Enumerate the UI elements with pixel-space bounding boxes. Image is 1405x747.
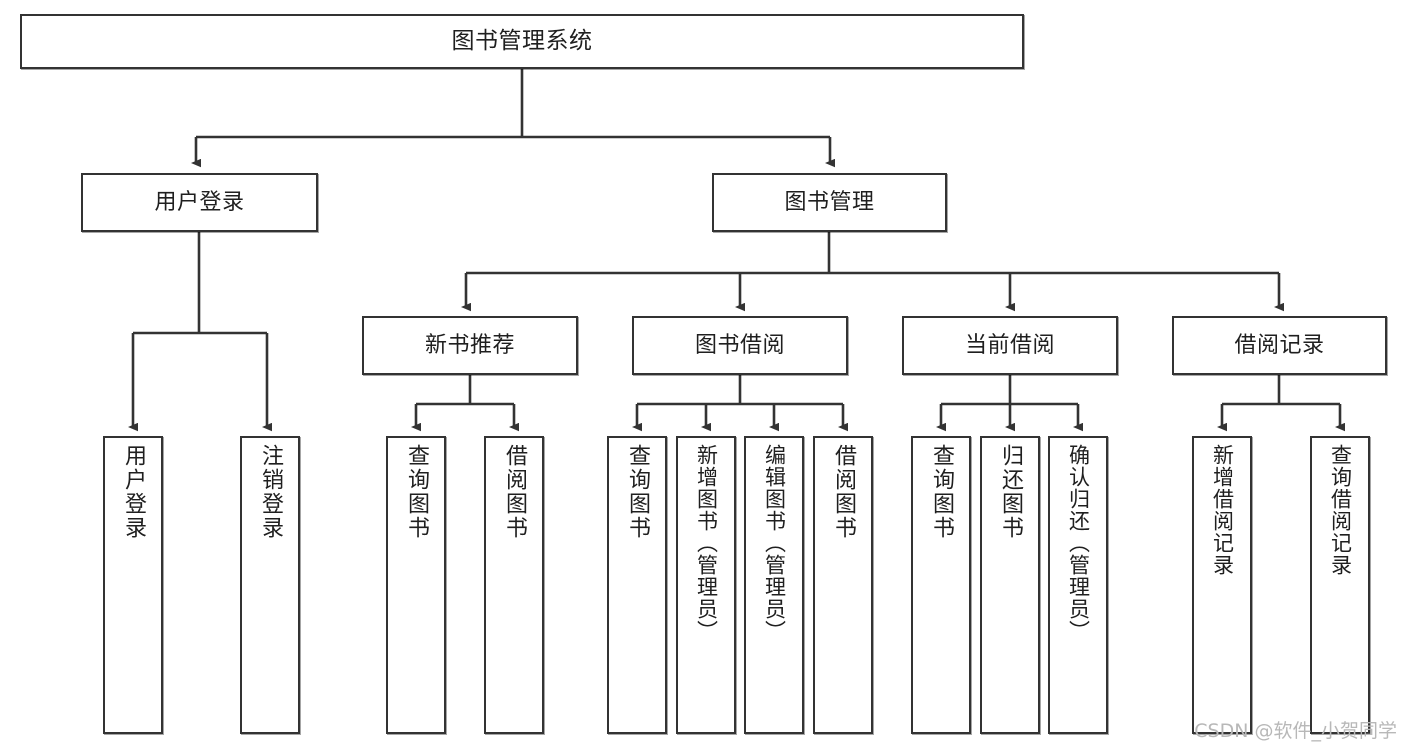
- node-label: 新书推荐: [424, 332, 515, 358]
- node-label: 借阅图书: [502, 444, 527, 540]
- node-book-management[interactable]: 图书管理: [712, 173, 947, 232]
- node-label: 用户登录: [154, 189, 245, 215]
- node-label: 用户登录: [121, 444, 146, 540]
- node-label: 借阅记录: [1234, 332, 1325, 358]
- node-label: 查询图书: [625, 444, 650, 540]
- leaf-return-book[interactable]: 归还图书: [980, 436, 1040, 734]
- leaf-borrow-book[interactable]: 借阅图书: [813, 436, 873, 734]
- node-user-login[interactable]: 用户登录: [81, 173, 318, 232]
- node-label: 注销登录: [258, 444, 283, 540]
- node-label: 当前借阅: [964, 332, 1055, 358]
- leaf-query-book-current[interactable]: 查询图书: [911, 436, 971, 734]
- node-new-book-recommend[interactable]: 新书推荐: [362, 316, 578, 375]
- node-label: 查询借阅记录: [1328, 444, 1353, 576]
- node-label: 查询图书: [929, 444, 954, 540]
- leaf-confirm-return-admin[interactable]: 确认归还（管理员）: [1048, 436, 1108, 734]
- watermark: CSDN @软件_小贺同学: [1194, 720, 1397, 742]
- leaf-user-login[interactable]: 用户登录: [103, 436, 163, 734]
- leaf-query-book-recommend[interactable]: 查询图书: [386, 436, 446, 734]
- node-label: 图书借阅: [694, 332, 785, 358]
- node-current-borrow[interactable]: 当前借阅: [902, 316, 1118, 375]
- node-label: 查询图书: [404, 444, 429, 540]
- leaf-logout[interactable]: 注销登录: [240, 436, 300, 734]
- node-label: 图书管理系统: [451, 28, 593, 55]
- node-borrow-records[interactable]: 借阅记录: [1172, 316, 1387, 375]
- node-label: 新增借阅记录: [1210, 444, 1235, 576]
- leaf-edit-book-admin[interactable]: 编辑图书（管理员）: [744, 436, 804, 734]
- node-label: 确认归还（管理员）: [1066, 444, 1091, 642]
- leaf-add-book-admin[interactable]: 新增图书（管理员）: [676, 436, 736, 734]
- leaf-borrow-book-recommend[interactable]: 借阅图书: [484, 436, 544, 734]
- node-root-book-management-system[interactable]: 图书管理系统: [20, 14, 1024, 69]
- leaf-query-borrow-record[interactable]: 查询借阅记录: [1310, 436, 1370, 734]
- node-label: 归还图书: [998, 444, 1023, 540]
- leaf-add-borrow-record[interactable]: 新增借阅记录: [1192, 436, 1252, 734]
- node-label: 借阅图书: [831, 444, 856, 540]
- node-book-borrow[interactable]: 图书借阅: [632, 316, 848, 375]
- leaf-query-book-borrow[interactable]: 查询图书: [607, 436, 667, 734]
- node-label: 编辑图书（管理员）: [762, 444, 787, 642]
- node-label: 图书管理: [784, 189, 875, 215]
- node-label: 新增图书（管理员）: [694, 444, 719, 642]
